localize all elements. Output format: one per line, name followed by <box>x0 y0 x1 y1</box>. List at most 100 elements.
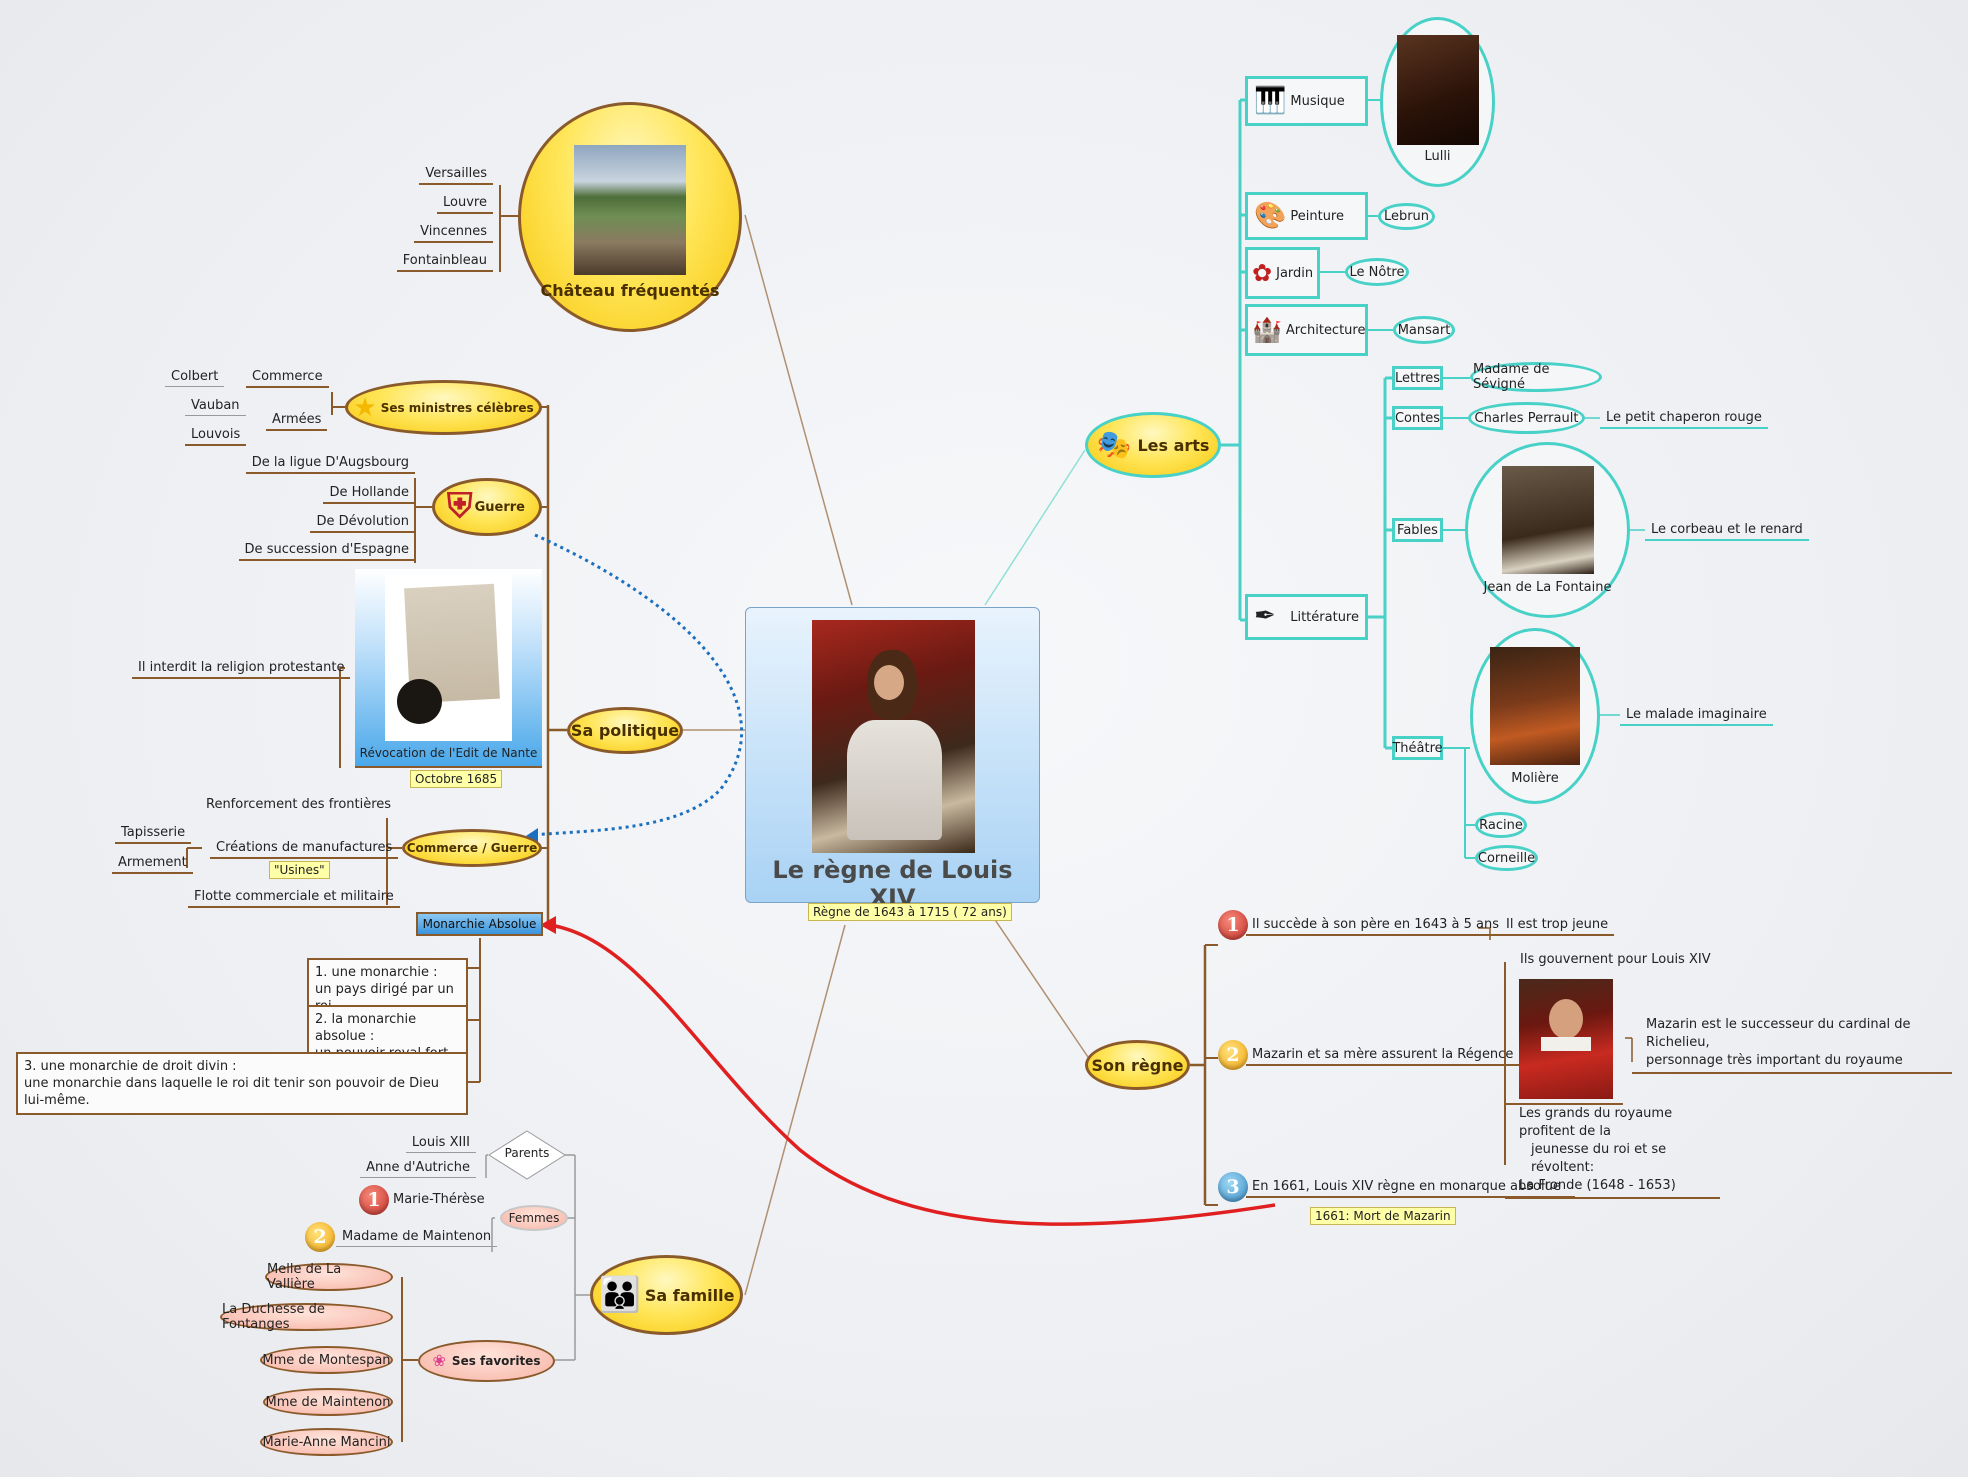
chateau-label: Château fréquentés <box>540 280 720 300</box>
versailles-photo <box>574 144 686 275</box>
frontieres-label: Renforcement des frontières <box>206 797 392 812</box>
chateau-item: Vincennes <box>414 224 493 243</box>
peinture-node[interactable]: 🎨 Peinture <box>1245 192 1368 240</box>
mazarin-death-note: 1661: Mort de Mazarin <box>1310 1207 1456 1225</box>
revocation-box[interactable]: Révocation de l'Edit de Nante <box>355 569 542 768</box>
number-1-icon: 1 <box>359 1185 389 1215</box>
central-topic[interactable]: Le règne de Louis XIV <box>745 607 1040 912</box>
architecture-node[interactable]: 🏰 Architecture <box>1245 304 1368 356</box>
musique-node[interactable]: 🎹 Musique <box>1245 76 1368 126</box>
favorite-item: Mme de Maintenon <box>263 1388 393 1416</box>
litterature-node[interactable]: ✒ Littérature <box>1245 594 1368 640</box>
lafontaine-node[interactable]: Jean de La Fontaine <box>1465 442 1630 618</box>
louis-xiv-portrait <box>812 620 975 853</box>
lettres-node[interactable]: Lettres <box>1392 366 1443 390</box>
mazarin-portrait <box>1519 979 1613 1099</box>
castle-icon: 🏰 <box>1252 316 1282 344</box>
parent-item: Anne d'Autriche <box>360 1160 476 1178</box>
vauban-label: Vauban <box>185 398 246 416</box>
famille-topic[interactable]: 👪 Sa famille <box>590 1255 743 1335</box>
theatre-masks-icon: 🎭 <box>1096 428 1132 461</box>
politique-topic[interactable]: Sa politique <box>567 707 683 754</box>
commerce-label: Commerce <box>246 369 329 388</box>
flower-icon: ✿ <box>1252 259 1273 287</box>
guerre-item: De Dévolution <box>310 514 415 533</box>
monarchie-absolue-box[interactable]: Monarchie Absolue <box>416 912 543 936</box>
star-icon: ★ <box>353 392 377 423</box>
chateau-item: Versailles <box>419 166 493 185</box>
regne-item-1b: Il est trop jeune <box>1500 917 1615 936</box>
piano-icon: 🎹 <box>1254 86 1287 116</box>
favorites-node[interactable]: ❀ Ses favorites <box>418 1340 555 1382</box>
armement-label: Armement <box>112 855 193 874</box>
parents-node[interactable]: Parents <box>488 1130 566 1180</box>
moliere-node[interactable]: Molière <box>1470 628 1600 804</box>
quill-icon: ✒ <box>1254 601 1276 631</box>
definition-3: 3. une monarchie de droit divin : une mo… <box>16 1052 468 1115</box>
fables-node[interactable]: Fables <box>1392 518 1443 542</box>
usines-note: "Usines" <box>269 861 330 879</box>
colbert-label: Colbert <box>165 369 225 387</box>
contes-node[interactable]: Contes <box>1392 406 1443 430</box>
favorite-item: Melle de La Vallière <box>265 1262 393 1292</box>
number-2-icon: 2 <box>305 1222 335 1252</box>
shield-icon: ⛨ <box>447 486 473 526</box>
revocation-detail: Il interdit la religion protestante <box>132 660 351 679</box>
mazarin-portrait-frame <box>1505 975 1623 1105</box>
regne-topic[interactable]: Son règne <box>1085 1040 1190 1090</box>
racine-node[interactable]: Racine <box>1475 812 1527 838</box>
regne-item-2: Mazarin et sa mère assurent la Régence <box>1246 1047 1520 1066</box>
regne-item-2a: Ils gouvernent pour Louis XIV <box>1520 952 1711 967</box>
chateau-topic[interactable]: Château fréquentés <box>518 102 742 332</box>
armees-label: Armées <box>266 412 328 431</box>
favorite-item: Mme de Montespan <box>260 1346 393 1374</box>
commerce-guerre-topic[interactable]: Commerce / Guerre <box>402 829 542 867</box>
lulli-node[interactable]: Lulli <box>1380 17 1495 187</box>
femmes-node[interactable]: Femmes <box>500 1205 568 1231</box>
lulli-portrait <box>1396 34 1479 145</box>
chateau-item: Louvre <box>437 195 493 214</box>
flotte-label: Flotte commerciale et militaire <box>188 889 400 908</box>
perrault-node[interactable]: Charles Perrault <box>1468 402 1585 434</box>
jardin-node[interactable]: ✿ Jardin <box>1245 247 1320 299</box>
favorite-item: La Duchesse de Fontanges <box>220 1302 393 1332</box>
arts-topic[interactable]: 🎭 Les arts <box>1085 412 1221 478</box>
ministres-topic[interactable]: ★ Ses ministres célèbres <box>345 380 542 435</box>
lafontaine-portrait <box>1501 465 1594 574</box>
sevigne-node[interactable]: Madame de Sévigné <box>1470 362 1602 392</box>
number-3-icon: 3 <box>1218 1172 1248 1202</box>
lebrun-node[interactable]: Lebrun <box>1378 203 1435 230</box>
mansart-node[interactable]: Mansart <box>1393 316 1455 344</box>
regne-item-2b: Mazarin est le successeur du cardinal de… <box>1632 1016 1952 1074</box>
manufactures-label: Créations de manufactures <box>210 840 399 859</box>
louvois-label: Louvois <box>185 427 247 446</box>
guerre-item: De la ligue D'Augsbourg <box>245 455 415 474</box>
parent-item: Louis XIII <box>405 1135 476 1153</box>
guerre-item: De succession d'Espagne <box>238 542 415 561</box>
chaperon-label: Le petit chaperon rouge <box>1600 410 1768 429</box>
lenotre-node[interactable]: Le Nôtre <box>1345 258 1409 286</box>
regne-item-1: Il succède à son père en 1643 à 5 ans <box>1246 917 1529 936</box>
reign-dates-note: Règne de 1643 à 1715 ( 72 ans) <box>808 903 1012 921</box>
revocation-label: Révocation de l'Edit de Nante <box>359 746 538 760</box>
favorites-icon: ❀ <box>432 1351 446 1370</box>
number-2-icon: 2 <box>1218 1040 1248 1070</box>
moliere-portrait <box>1490 646 1580 765</box>
guerre-topic[interactable]: ⛨ Guerre <box>432 478 542 536</box>
corbeau-label: Le corbeau et le renard <box>1645 522 1809 541</box>
revocation-date-note: Octobre 1685 <box>410 770 503 788</box>
guerre-item: De Hollande <box>323 485 415 504</box>
favorite-item: Marie-Anne Mancini <box>260 1428 393 1456</box>
tapisserie-label: Tapisserie <box>115 825 192 844</box>
number-1-icon: 1 <box>1218 910 1248 940</box>
femme-item: Madame de Maintenon <box>336 1229 498 1247</box>
regne-item-3: En 1661, Louis XIV règne en monarque abs… <box>1246 1179 1575 1198</box>
chateau-item: Fontainbleau <box>396 253 493 272</box>
edict-document-image <box>385 574 512 741</box>
malade-label: Le malade imaginaire <box>1620 707 1773 726</box>
family-icon: 👪 <box>598 1275 641 1315</box>
theatre-node[interactable]: Théâtre <box>1392 736 1443 760</box>
regne-item-2c: Les grands du royaume profitent de la je… <box>1505 1105 1720 1199</box>
palette-icon: 🎨 <box>1254 201 1287 231</box>
corneille-node[interactable]: Corneille <box>1475 845 1538 871</box>
